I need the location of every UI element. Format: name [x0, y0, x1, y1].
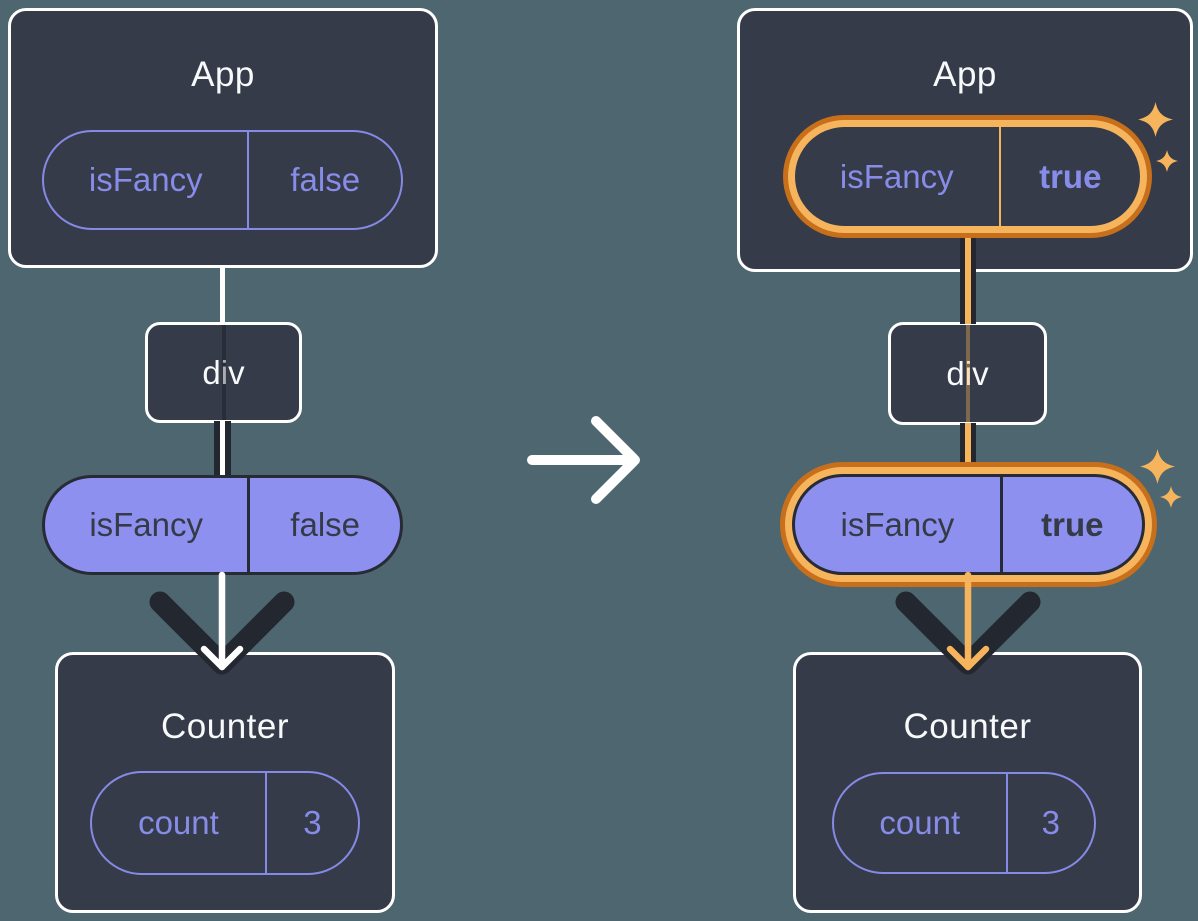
- connector-div-pill-core: [965, 423, 971, 473]
- div-node-before: div: [145, 322, 302, 423]
- app-prop-pill-after: isFancy true: [795, 127, 1140, 226]
- highlight-ring: isFancy true: [785, 467, 1152, 582]
- div-label: div: [202, 353, 245, 391]
- app-title: App: [933, 55, 997, 94]
- prop-name: isFancy: [839, 157, 954, 195]
- app-prop-pill-before: isFancy false: [42, 130, 403, 230]
- state-value: 3: [264, 773, 358, 873]
- app-title: App: [191, 55, 255, 94]
- counter-title: Counter: [903, 707, 1032, 746]
- prop-value: true: [998, 127, 1140, 226]
- arrow-down-icon: [149, 571, 295, 675]
- sparkle-small-icon: [1160, 486, 1182, 508]
- app-card-before: App isFancy false: [8, 8, 438, 268]
- div-label: div: [946, 354, 989, 392]
- prop-name: isFancy: [840, 505, 955, 543]
- prop-value: false: [247, 478, 400, 572]
- state-value: 3: [1005, 774, 1094, 872]
- counter-state-pill-after: count 3: [832, 772, 1096, 874]
- counter-title: Counter: [160, 707, 290, 746]
- sparkles-icon: [1140, 449, 1175, 484]
- passed-prop-pill-after: isFancy true: [792, 474, 1145, 575]
- prop-name: isFancy: [88, 161, 203, 198]
- state-name: count: [138, 804, 219, 841]
- arrow-right-icon: [527, 416, 640, 504]
- counter-state-pill-before: count 3: [90, 771, 360, 875]
- pass-through-line: [965, 325, 970, 422]
- counter-card-after: Counter count 3: [793, 652, 1142, 913]
- pass-through-line: [221, 325, 226, 420]
- div-node-after: div: [888, 322, 1047, 425]
- connector-app-div: [220, 266, 225, 324]
- connector-app-div-core: [965, 232, 971, 324]
- connector-div-pill-core: [220, 421, 225, 478]
- sparkle-small-icon: [1156, 150, 1178, 172]
- app-prop-pill-after-highlight: isFancy true: [783, 115, 1152, 238]
- highlight-ring: isFancy true: [788, 120, 1147, 233]
- state-name: count: [879, 804, 961, 841]
- prop-value: false: [247, 132, 401, 228]
- prop-name: isFancy: [89, 506, 204, 543]
- arrow-down-icon: [895, 571, 1041, 675]
- passed-prop-pill-after-highlight: isFancy true: [780, 462, 1157, 587]
- passed-prop-pill-before: isFancy false: [42, 475, 403, 575]
- sparkles-icon: [1138, 102, 1173, 137]
- prop-value: true: [999, 477, 1142, 572]
